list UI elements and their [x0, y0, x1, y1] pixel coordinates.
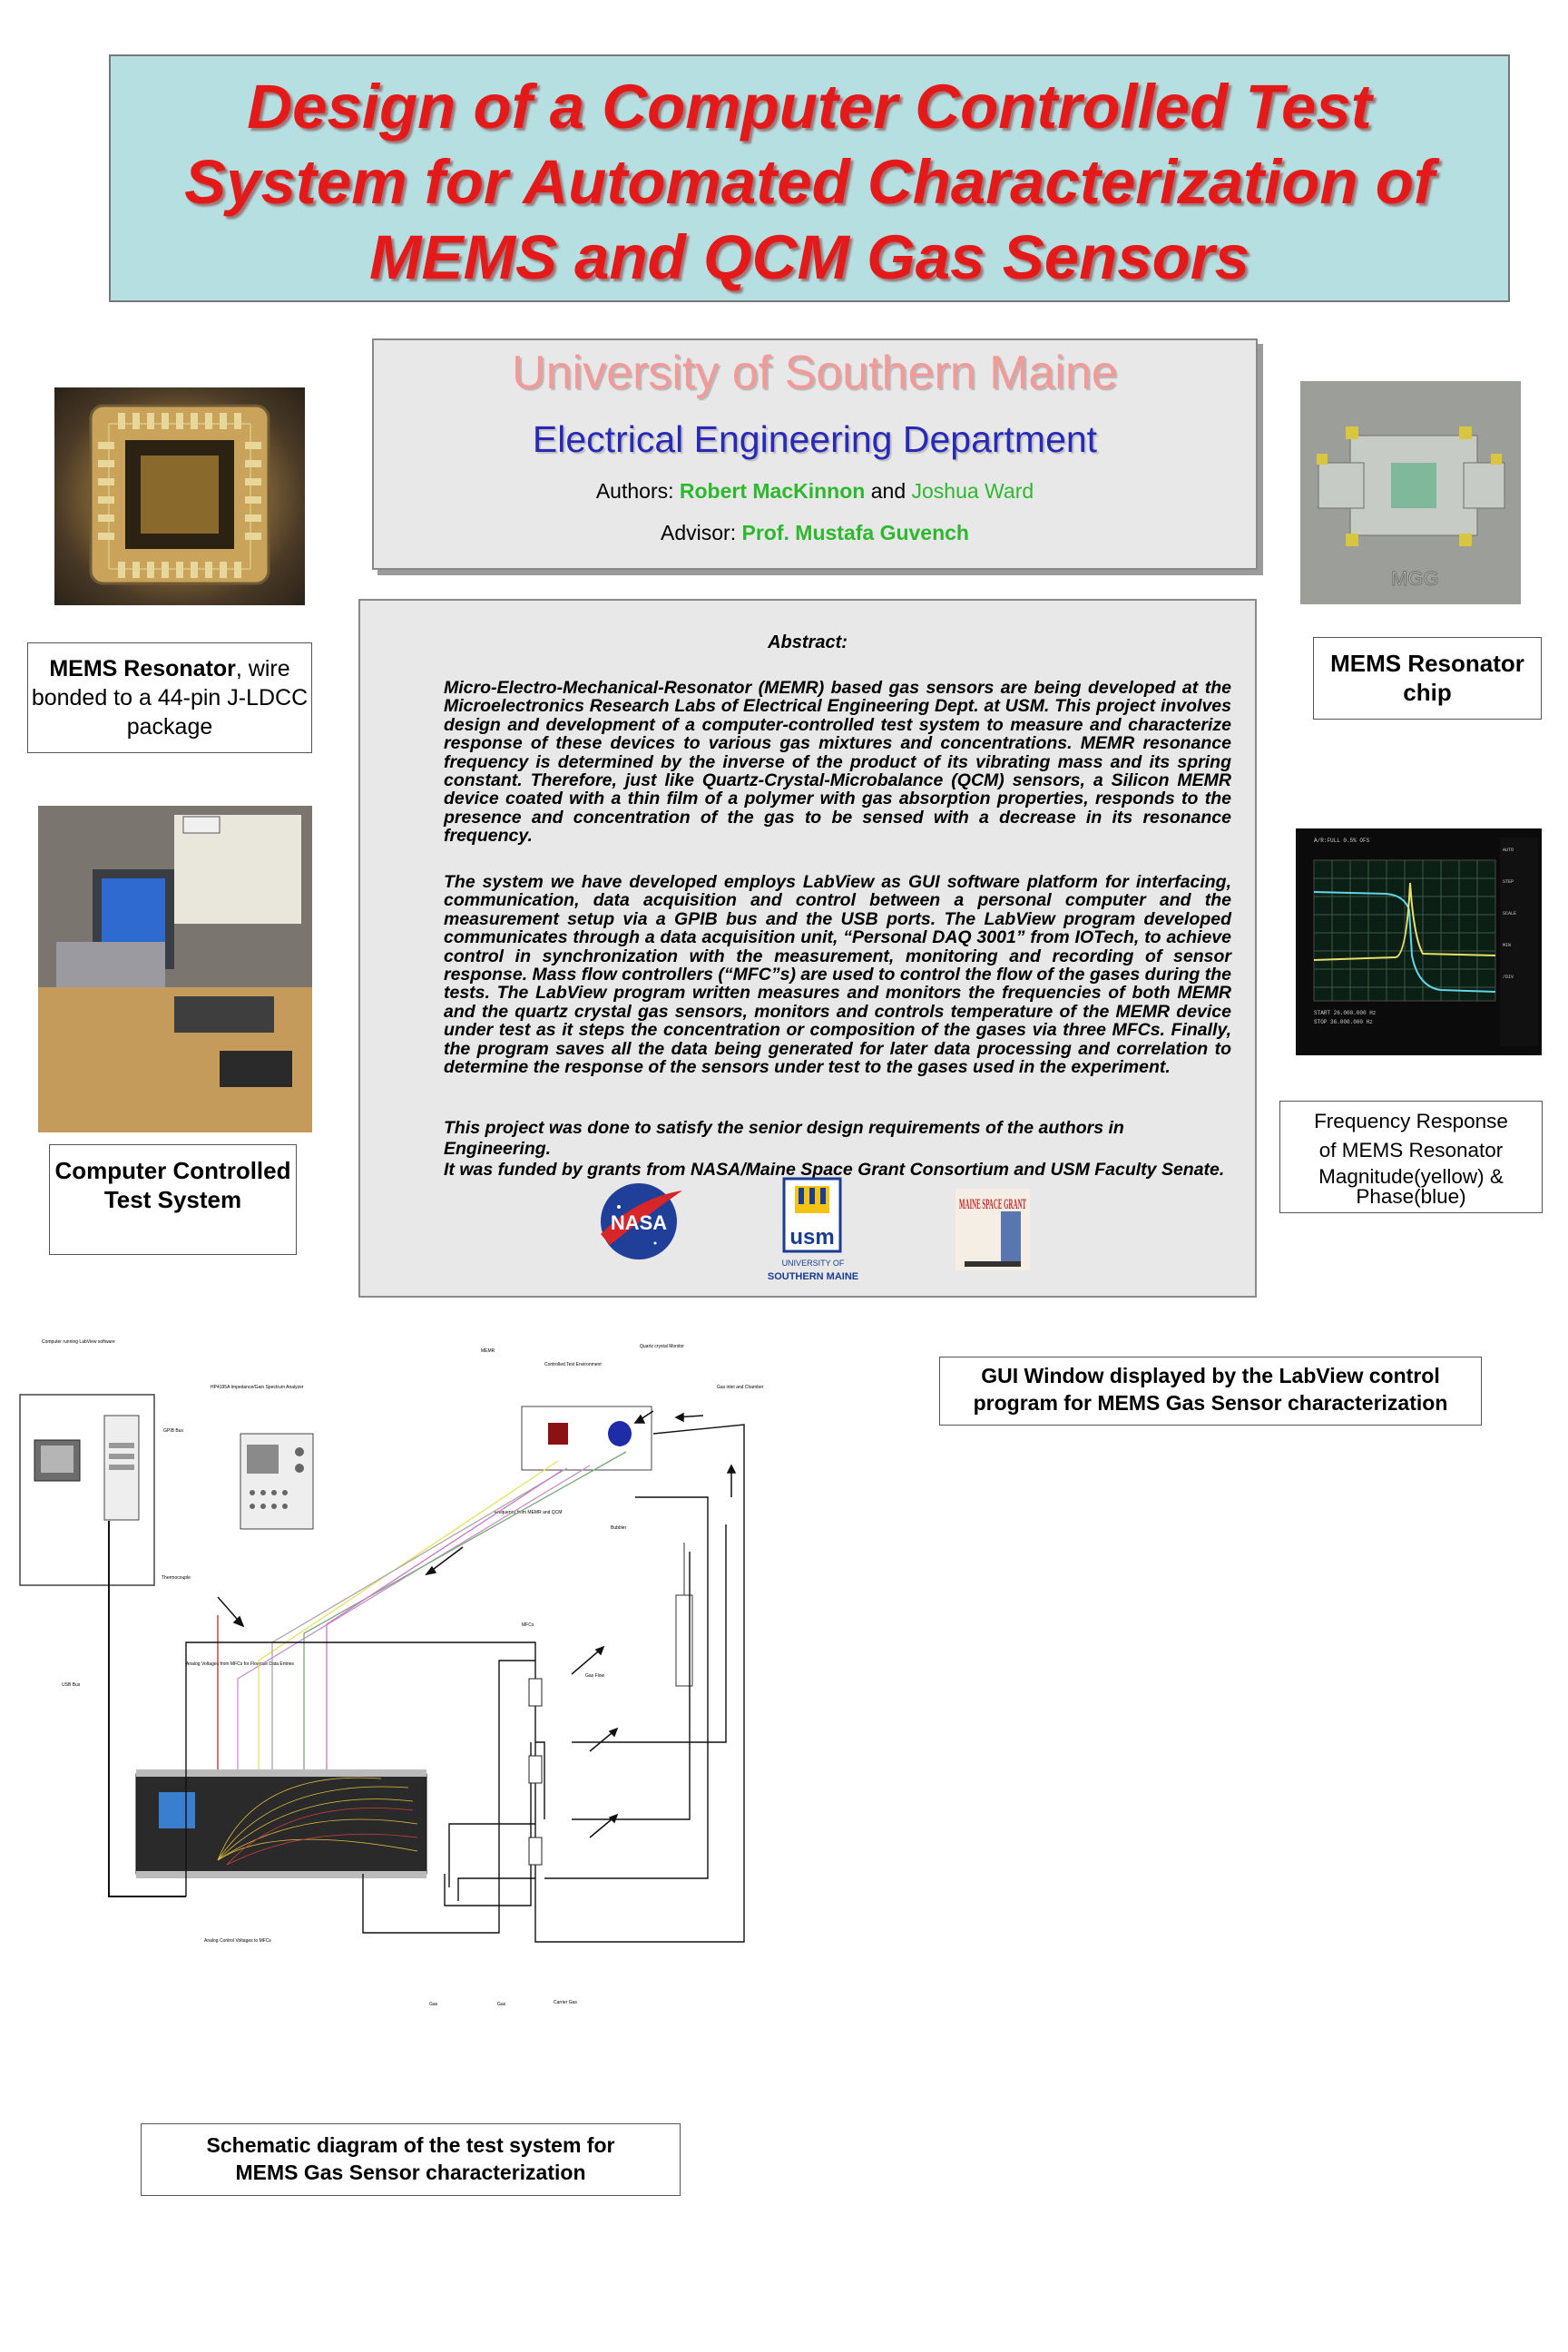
caption-gui-line-2: program for MEMS Gas Sensor characteriza… — [973, 1391, 1448, 1415]
label-computer: Computer running LabView software — [42, 1339, 115, 1345]
test-system-photo — [38, 806, 312, 1132]
caption-schematic-line-1: Schematic diagram of the test system for — [206, 2133, 615, 2157]
svg-text:AUTO: AUTO — [1503, 848, 1514, 853]
abstract-paragraph-1: Micro-Electro-Mechanical-Resonator (MEMR… — [444, 678, 1231, 847]
title-line-1: Design of a Computer Controlled Test — [247, 72, 1372, 142]
caption-gui-window: GUI Window displayed by the LabView cont… — [939, 1357, 1482, 1426]
svg-text:A/R:FULL 0.5% OFS: A/R:FULL 0.5% OFS — [1314, 838, 1370, 844]
abstract-funding-line-1: This project was done to satisfy the sen… — [444, 1118, 1124, 1159]
usm-logo-text: usm — [789, 1225, 834, 1250]
caption-mems-resonator-bold: MEMS Resonator — [49, 656, 236, 681]
mfc-1 — [528, 1678, 543, 1707]
nasa-logo-text: NASA — [611, 1211, 667, 1234]
title-line-2: System for Automated Characterization of — [184, 147, 1435, 217]
svg-text:SCALE: SCALE — [1503, 911, 1516, 916]
usm-logo: usm UNIVERSITY OF SOUTHERN MAINE — [759, 1175, 867, 1286]
label-gpib: GPIB Bus — [163, 1428, 183, 1434]
mems-chip-photo: MGG — [1300, 381, 1521, 604]
svg-text:STOP 36.000.000 Hz: STOP 36.000.000 Hz — [1314, 1019, 1373, 1025]
author-1: Robert MacKinnon — [679, 479, 866, 503]
authors-label: Authors: — [595, 479, 674, 503]
label-quartz: Quartz crystal Monitor — [640, 1344, 684, 1349]
label-controlled-test: Controlled Test Environment — [544, 1362, 602, 1367]
abstract-panel: Abstract: Micro-Electro-Mechanical-Reson… — [358, 599, 1257, 1298]
title-line-3: MEMS and QCM Gas Sensors — [368, 222, 1250, 292]
label-bubbler: Bubbler — [611, 1525, 627, 1531]
svg-text:/DIV: /DIV — [1503, 975, 1514, 980]
svg-text:START 26.000.000 Hz: START 26.000.000 Hz — [1314, 1010, 1377, 1016]
label-mfcs: MFCs — [522, 1622, 534, 1628]
usm-logo-sub2: SOUTHERN MAINE — [768, 1271, 858, 1282]
label-thermocouple: Thermocouple — [162, 1575, 191, 1581]
abstract-funding-line-2: It was funded by grants from NASA/Maine … — [444, 1160, 1225, 1180]
caption-gui-line-1: GUI Window displayed by the LabView cont… — [981, 1364, 1440, 1387]
msgc-logo-text: MAINE SPACE GRANT — [959, 1197, 1026, 1212]
label-carrier-gas: Carrier Gas — [554, 2000, 577, 2005]
caption-schematic: Schematic diagram of the test system for… — [141, 2123, 681, 2196]
mfc-2 — [528, 1755, 543, 1784]
caption-freq-line-3: Magnitude(yellow) & — [1318, 1165, 1504, 1188]
label-gas-inlet: Gas inlet and Chamber — [717, 1385, 764, 1390]
advisor-label: Advisor: — [661, 521, 737, 544]
label-daq-ctrl: Analog Control Voltages to MFCs — [204, 1938, 271, 1944]
schematic-diagram: Computer running LabView software HP4195… — [0, 1316, 871, 2114]
nasa-logo: NASA — [592, 1180, 688, 1261]
label-analyzer: HP4195A Impedance/Gain Spectrum Analyzer — [211, 1385, 304, 1390]
caption-schematic-line-2: MEMS Gas Sensor characterization — [235, 2161, 586, 2184]
authors-and: and — [870, 479, 906, 503]
caption-mems-resonator-rest: , wire bonded to a 44-pin J-LDCC package — [31, 656, 309, 740]
frequency-response-photo: AUTO STEP SCALE MIN/DIV A/R:FULL 0.5% OFS S… — [1296, 828, 1542, 1055]
department-name: Electrical Engineering Department — [532, 418, 1098, 460]
caption-freq-line-2: of MEMS Resonator — [1318, 1139, 1504, 1161]
title-banner: Design of a Computer Controlled Test Sys… — [109, 54, 1510, 302]
svg-text:STEP: STEP — [1503, 879, 1514, 885]
label-gas-flow: Gas Flow — [585, 1673, 605, 1679]
mfc-3 — [528, 1837, 543, 1866]
test-chamber-box — [521, 1406, 652, 1471]
caption-mems-resonator: MEMS Resonator, wire bonded to a 44-pin … — [27, 642, 312, 753]
qcm-device — [608, 1421, 632, 1446]
chip-label: MGG — [1391, 567, 1439, 590]
label-gas-1: Gas — [429, 2002, 438, 2007]
label-usb: USB Bus — [62, 1682, 81, 1688]
abstract-paragraph-3: This project was done to satisfy the sen… — [444, 1118, 1231, 1181]
university-panel: University of Southern Maine Electrical … — [372, 338, 1258, 570]
caption-freq-line-4: Phase(blue) — [1356, 1185, 1466, 1208]
usm-logo-sub1: UNIVERSITY OF — [782, 1259, 845, 1268]
label-gas-2: Gas — [497, 2002, 506, 2007]
svg-text:MIN: MIN — [1503, 943, 1511, 948]
caption-freq-line-1: Frequency Response — [1314, 1110, 1508, 1132]
label-freq-from: Frequency from MEMR and QCM — [495, 1510, 562, 1515]
maine-space-grant-logo: MAINE SPACE GRANT — [956, 1189, 1030, 1270]
abstract-paragraph-2: The system we have developed employs Lab… — [444, 872, 1231, 1078]
label-memr: MEMR — [481, 1348, 495, 1354]
authors-line: Authors: Robert MacKinnon and Joshua War… — [374, 479, 1256, 504]
abstract-heading: Abstract: — [768, 632, 848, 652]
caption-frequency-response: Frequency Response of MEMS Resonator Mag… — [1279, 1101, 1543, 1213]
author-2: Joshua Ward — [911, 479, 1034, 503]
mems-package-photo — [54, 387, 305, 605]
memr-device — [548, 1423, 568, 1445]
label-analog-voltages: Analog Voltages from MFCs for Flowrate D… — [186, 1661, 294, 1667]
poster-title: Design of a Computer Controlled Test Sys… — [111, 69, 1508, 295]
advisor-line: Advisor: Prof. Mustafa Guvench — [374, 521, 1256, 545]
university-name: University of Southern Maine — [512, 347, 1118, 399]
caption-test-system: Computer Controlled Test System — [49, 1144, 297, 1255]
advisor-name: Prof. Mustafa Guvench — [741, 521, 969, 544]
caption-mems-chip: MEMS Resonator chip — [1313, 637, 1542, 720]
